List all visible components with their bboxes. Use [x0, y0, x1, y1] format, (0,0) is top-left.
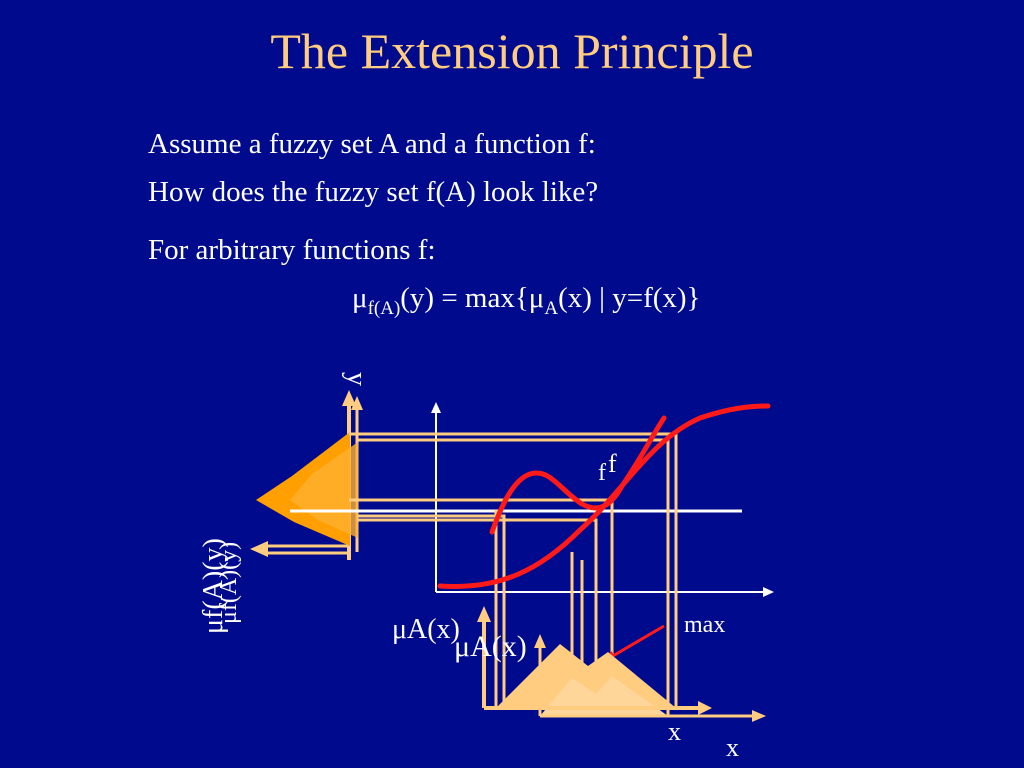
x-axis-bottom [484, 701, 766, 722]
formula-part1: (y) = max{ [400, 282, 529, 314]
text-assume: Assume a fuzzy set A and a function f: [148, 128, 596, 160]
label-mu-fa: μf(A)(y) [198, 538, 229, 634]
text-arbitrary: For arbitrary functions f: [148, 234, 436, 266]
function-f-curves [437, 403, 771, 589]
text-question: How does the fuzzy set f(A) look like? [148, 176, 599, 208]
label-mu-a: μA(x) [392, 614, 460, 645]
mu-fa-axis [250, 541, 350, 557]
label-x: x [668, 717, 681, 746]
mu-symbol-2: μ [528, 282, 545, 314]
label-x-2: x [726, 733, 739, 762]
mu-symbol: μ [352, 282, 368, 314]
extension-formula: μf(A)(y) = max{μA(x) | y=f(x)} [352, 282, 700, 320]
mu-a-axis [477, 606, 546, 716]
formula-subscript-a: A [544, 297, 559, 319]
label-f-2: f [608, 449, 617, 478]
slide-title: The Extension Principle [270, 23, 754, 79]
fuzzy-set-fa-shape-back [290, 442, 358, 538]
label-y: y [341, 372, 372, 386]
label-mu-fa-2: μf(A)(y) [216, 542, 242, 624]
label-mu-a-2: μA(x) [454, 630, 527, 663]
formula-subscript-fa: f(A) [367, 297, 401, 319]
formula-part2: (x) | y=f(x)} [558, 282, 701, 314]
label-f: f [598, 460, 606, 486]
label-max: max [684, 612, 725, 638]
